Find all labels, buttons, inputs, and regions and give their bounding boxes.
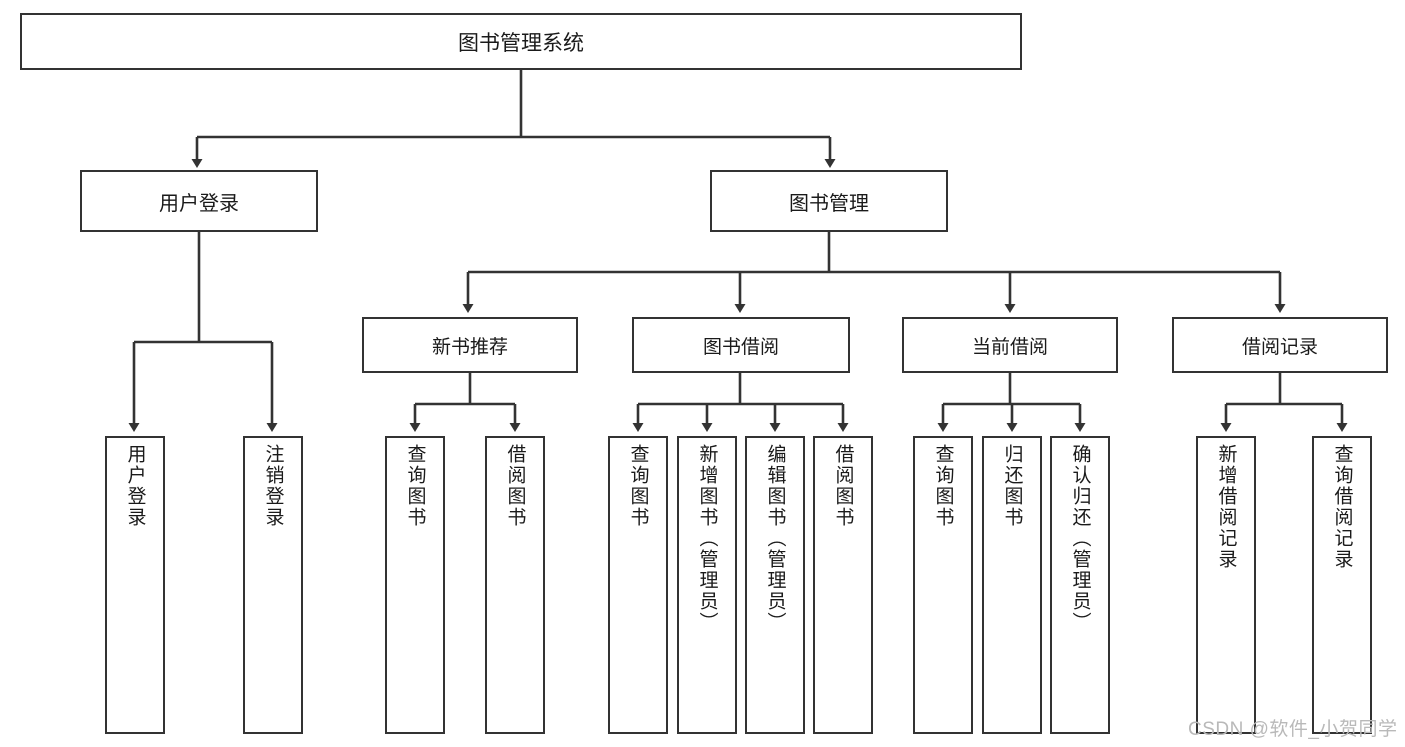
node-label: 新书推荐 xyxy=(431,336,508,358)
leaf-user-login[interactable]: 用户登录 xyxy=(105,436,165,734)
leaf-return-book[interactable]: 归还图书 xyxy=(982,436,1042,734)
node-label: 归还图书 xyxy=(1001,444,1023,528)
node-label: 用户登录 xyxy=(159,192,239,215)
node-label: 查询图书 xyxy=(404,444,426,528)
node-book-manage[interactable]: 图书管理 xyxy=(710,170,948,232)
leaf-edit-book[interactable]: 编辑图书（管理员） xyxy=(745,436,805,734)
node-label: 图书管理系统 xyxy=(458,31,584,55)
node-label: 当前借阅 xyxy=(971,336,1048,358)
node-label: 新增图书（管理员） xyxy=(696,444,718,633)
leaf-add-record[interactable]: 新增借阅记录 xyxy=(1196,436,1256,734)
node-label: 图书借阅 xyxy=(702,336,779,358)
leaf-confirm-return[interactable]: 确认归还（管理员） xyxy=(1050,436,1110,734)
node-label: 借阅图书 xyxy=(832,444,854,528)
node-label: 用户登录 xyxy=(124,444,146,528)
node-label: 图书管理 xyxy=(789,192,869,215)
node-root[interactable]: 图书管理系统 xyxy=(20,13,1022,70)
watermark-text: CSDN @软件_小贺同学 xyxy=(1188,719,1398,740)
leaf-borrow-book-2[interactable]: 借阅图书 xyxy=(813,436,873,734)
leaf-borrow-book-1[interactable]: 借阅图书 xyxy=(485,436,545,734)
node-label: 注销登录 xyxy=(262,444,284,528)
node-label: 借阅记录 xyxy=(1241,336,1318,358)
leaf-query-book-3[interactable]: 查询图书 xyxy=(913,436,973,734)
leaf-query-book-2[interactable]: 查询图书 xyxy=(608,436,668,734)
node-borrow-record[interactable]: 借阅记录 xyxy=(1172,317,1388,373)
leaf-user-logout[interactable]: 注销登录 xyxy=(243,436,303,734)
node-label: 查询图书 xyxy=(932,444,954,528)
node-label: 借阅图书 xyxy=(504,444,526,528)
leaf-query-book-1[interactable]: 查询图书 xyxy=(385,436,445,734)
node-label: 查询图书 xyxy=(627,444,649,528)
node-new-book-recommend[interactable]: 新书推荐 xyxy=(362,317,578,373)
node-label: 查询借阅记录 xyxy=(1331,444,1353,570)
leaf-add-book[interactable]: 新增图书（管理员） xyxy=(677,436,737,734)
leaf-query-record[interactable]: 查询借阅记录 xyxy=(1312,436,1372,734)
node-label: 新增借阅记录 xyxy=(1215,444,1237,570)
node-label: 确认归还（管理员） xyxy=(1069,444,1091,633)
node-book-borrow[interactable]: 图书借阅 xyxy=(632,317,850,373)
node-user-login[interactable]: 用户登录 xyxy=(80,170,318,232)
node-label: 编辑图书（管理员） xyxy=(764,444,786,633)
node-current-borrow[interactable]: 当前借阅 xyxy=(902,317,1118,373)
